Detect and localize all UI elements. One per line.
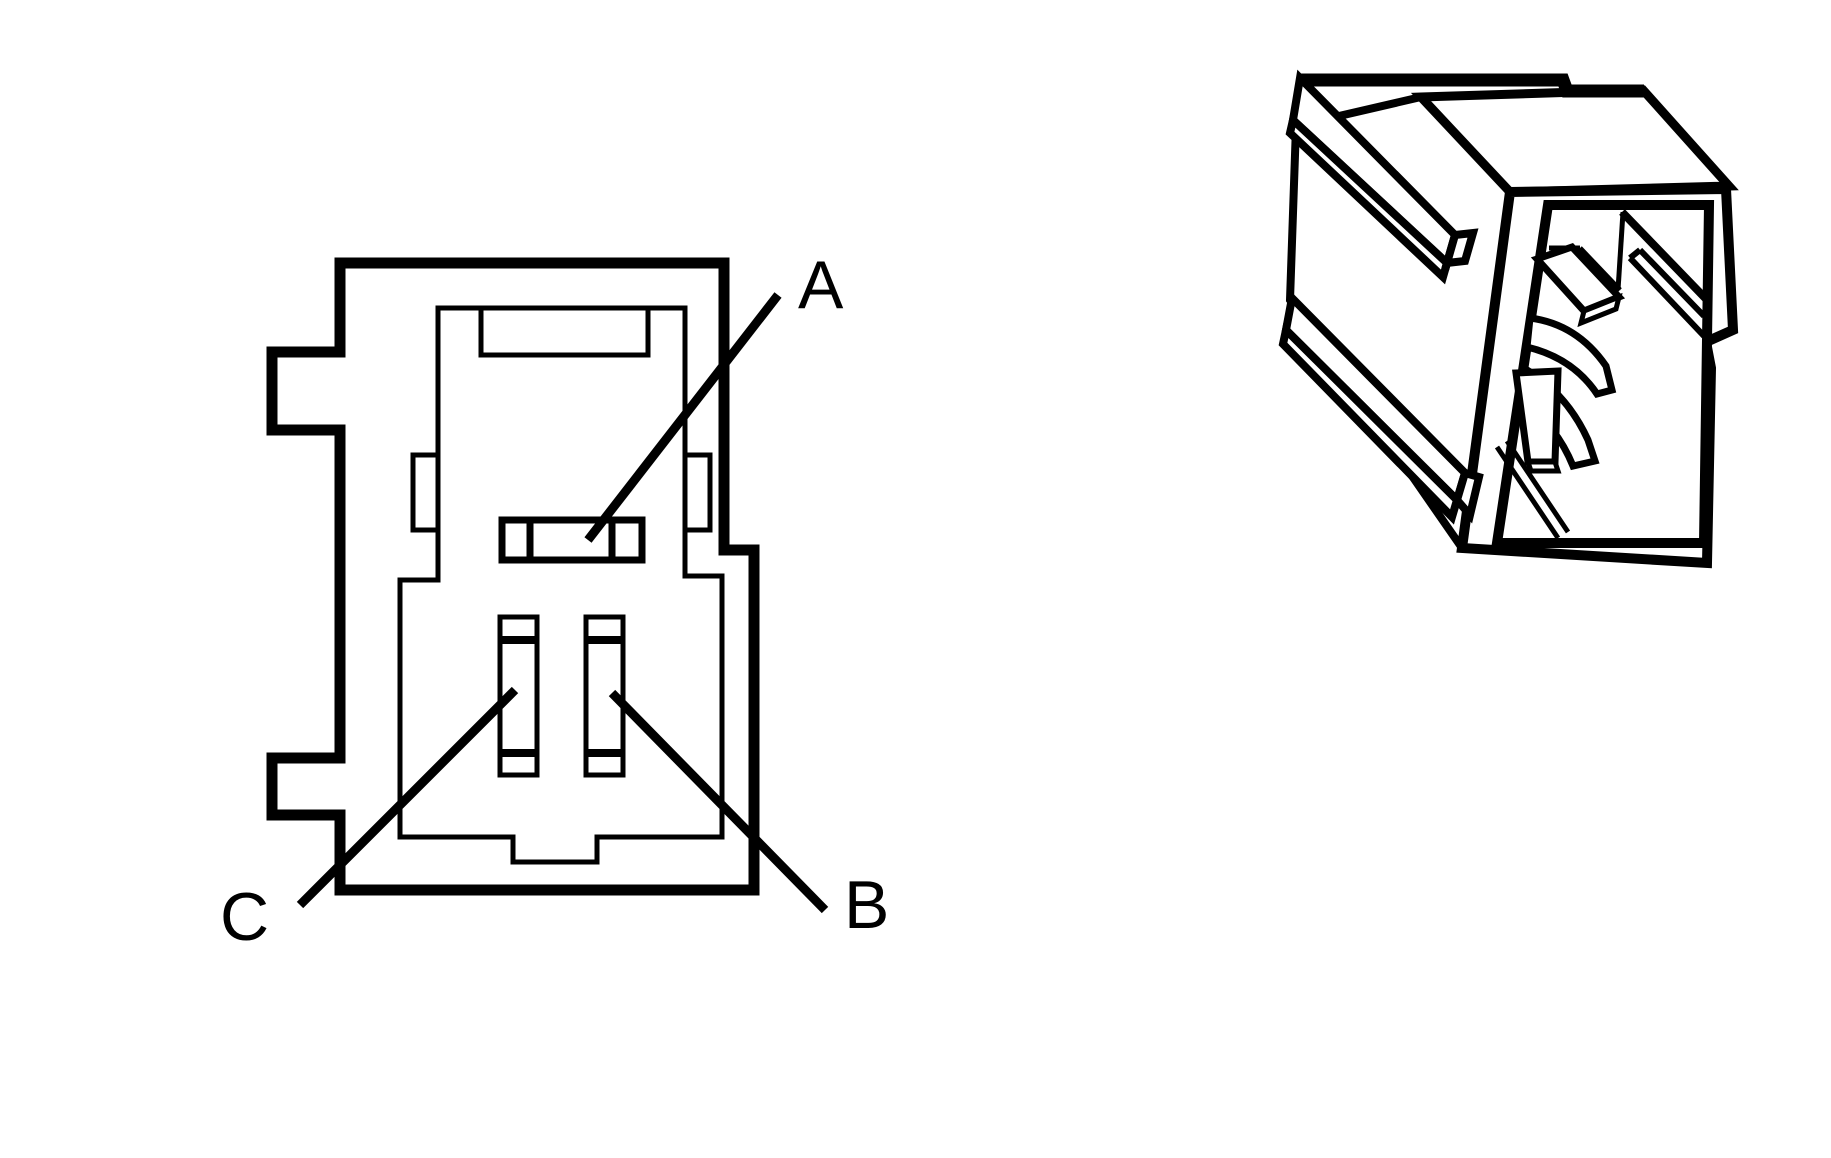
front-terminal-b-cavity (583, 614, 626, 778)
front-top-keying-slot (478, 305, 651, 358)
label-pin-c: C (220, 879, 269, 955)
label-pin-b: B (844, 867, 889, 943)
front-terminal-a-cavity (498, 516, 646, 564)
iso-latch-hook (1523, 314, 1617, 399)
iso-upper-mounting-rail (1285, 69, 1479, 285)
leader-line-b (608, 689, 829, 914)
front-inner-shell-outline (397, 305, 725, 865)
iso-cavity-interior (1494, 209, 1710, 540)
connector-front-view: A B C (220, 247, 889, 955)
iso-top-edge-band (1300, 73, 1644, 98)
leader-line-a (584, 292, 782, 543)
iso-lower-mounting-rail (1278, 289, 1484, 525)
label-pin-a: A (798, 247, 844, 323)
leader-line-c (296, 686, 519, 909)
front-right-side-slot (682, 452, 713, 533)
front-left-side-slot (410, 452, 441, 533)
connector-isometric-view (1278, 69, 1739, 569)
